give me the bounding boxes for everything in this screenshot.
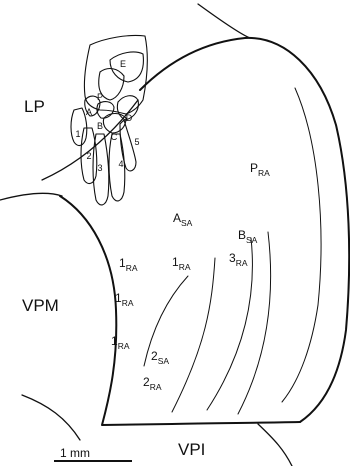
paw-label-a: A	[86, 107, 92, 117]
zone-label: ASA	[173, 211, 193, 228]
region-label-vpi: VPI	[178, 440, 205, 459]
top-boundary-line	[198, 4, 250, 38]
paw-label-e: E	[120, 59, 126, 69]
zone-label: 2SA	[151, 349, 169, 366]
vpm-top-line	[0, 193, 62, 200]
zone-label: 3RA	[229, 251, 248, 268]
paw-label-d: D	[126, 113, 133, 123]
lamella-5	[282, 88, 321, 402]
zone-label: 1RA	[115, 291, 134, 308]
paw-label-c: C	[111, 132, 118, 142]
scale-bar-label: 1 mm	[60, 446, 90, 460]
paw-label-b: B	[97, 121, 103, 131]
pad-c-outline	[103, 114, 126, 134]
zone-label: PRA	[250, 161, 270, 178]
zone-label: BSA	[238, 228, 258, 245]
zone-label: 1RA	[111, 334, 130, 351]
paw-label-digit3: 3	[97, 163, 102, 173]
zone-label: 1RA	[172, 255, 191, 272]
paw-drawing	[71, 35, 147, 204]
region-label-lp: LP	[24, 97, 45, 116]
zone-label: 1RA	[119, 256, 138, 273]
region-label-vpm: VPM	[22, 296, 59, 315]
pad-e-outline	[110, 52, 143, 82]
digit-1-outline	[71, 108, 87, 145]
paw-label-p: P	[97, 92, 103, 102]
paw-label-digit2: 2	[86, 151, 91, 161]
vpm-boundary	[60, 196, 300, 425]
zone-label: 2RA	[143, 375, 162, 392]
lamella-2	[172, 258, 215, 412]
paw-label-digit1: 1	[75, 129, 80, 139]
vpm-bottom-line	[22, 395, 80, 440]
paw-label-digit4: 4	[118, 159, 123, 169]
paw-label-digit5: 5	[134, 137, 139, 147]
vpi-bottom-line	[258, 424, 292, 466]
